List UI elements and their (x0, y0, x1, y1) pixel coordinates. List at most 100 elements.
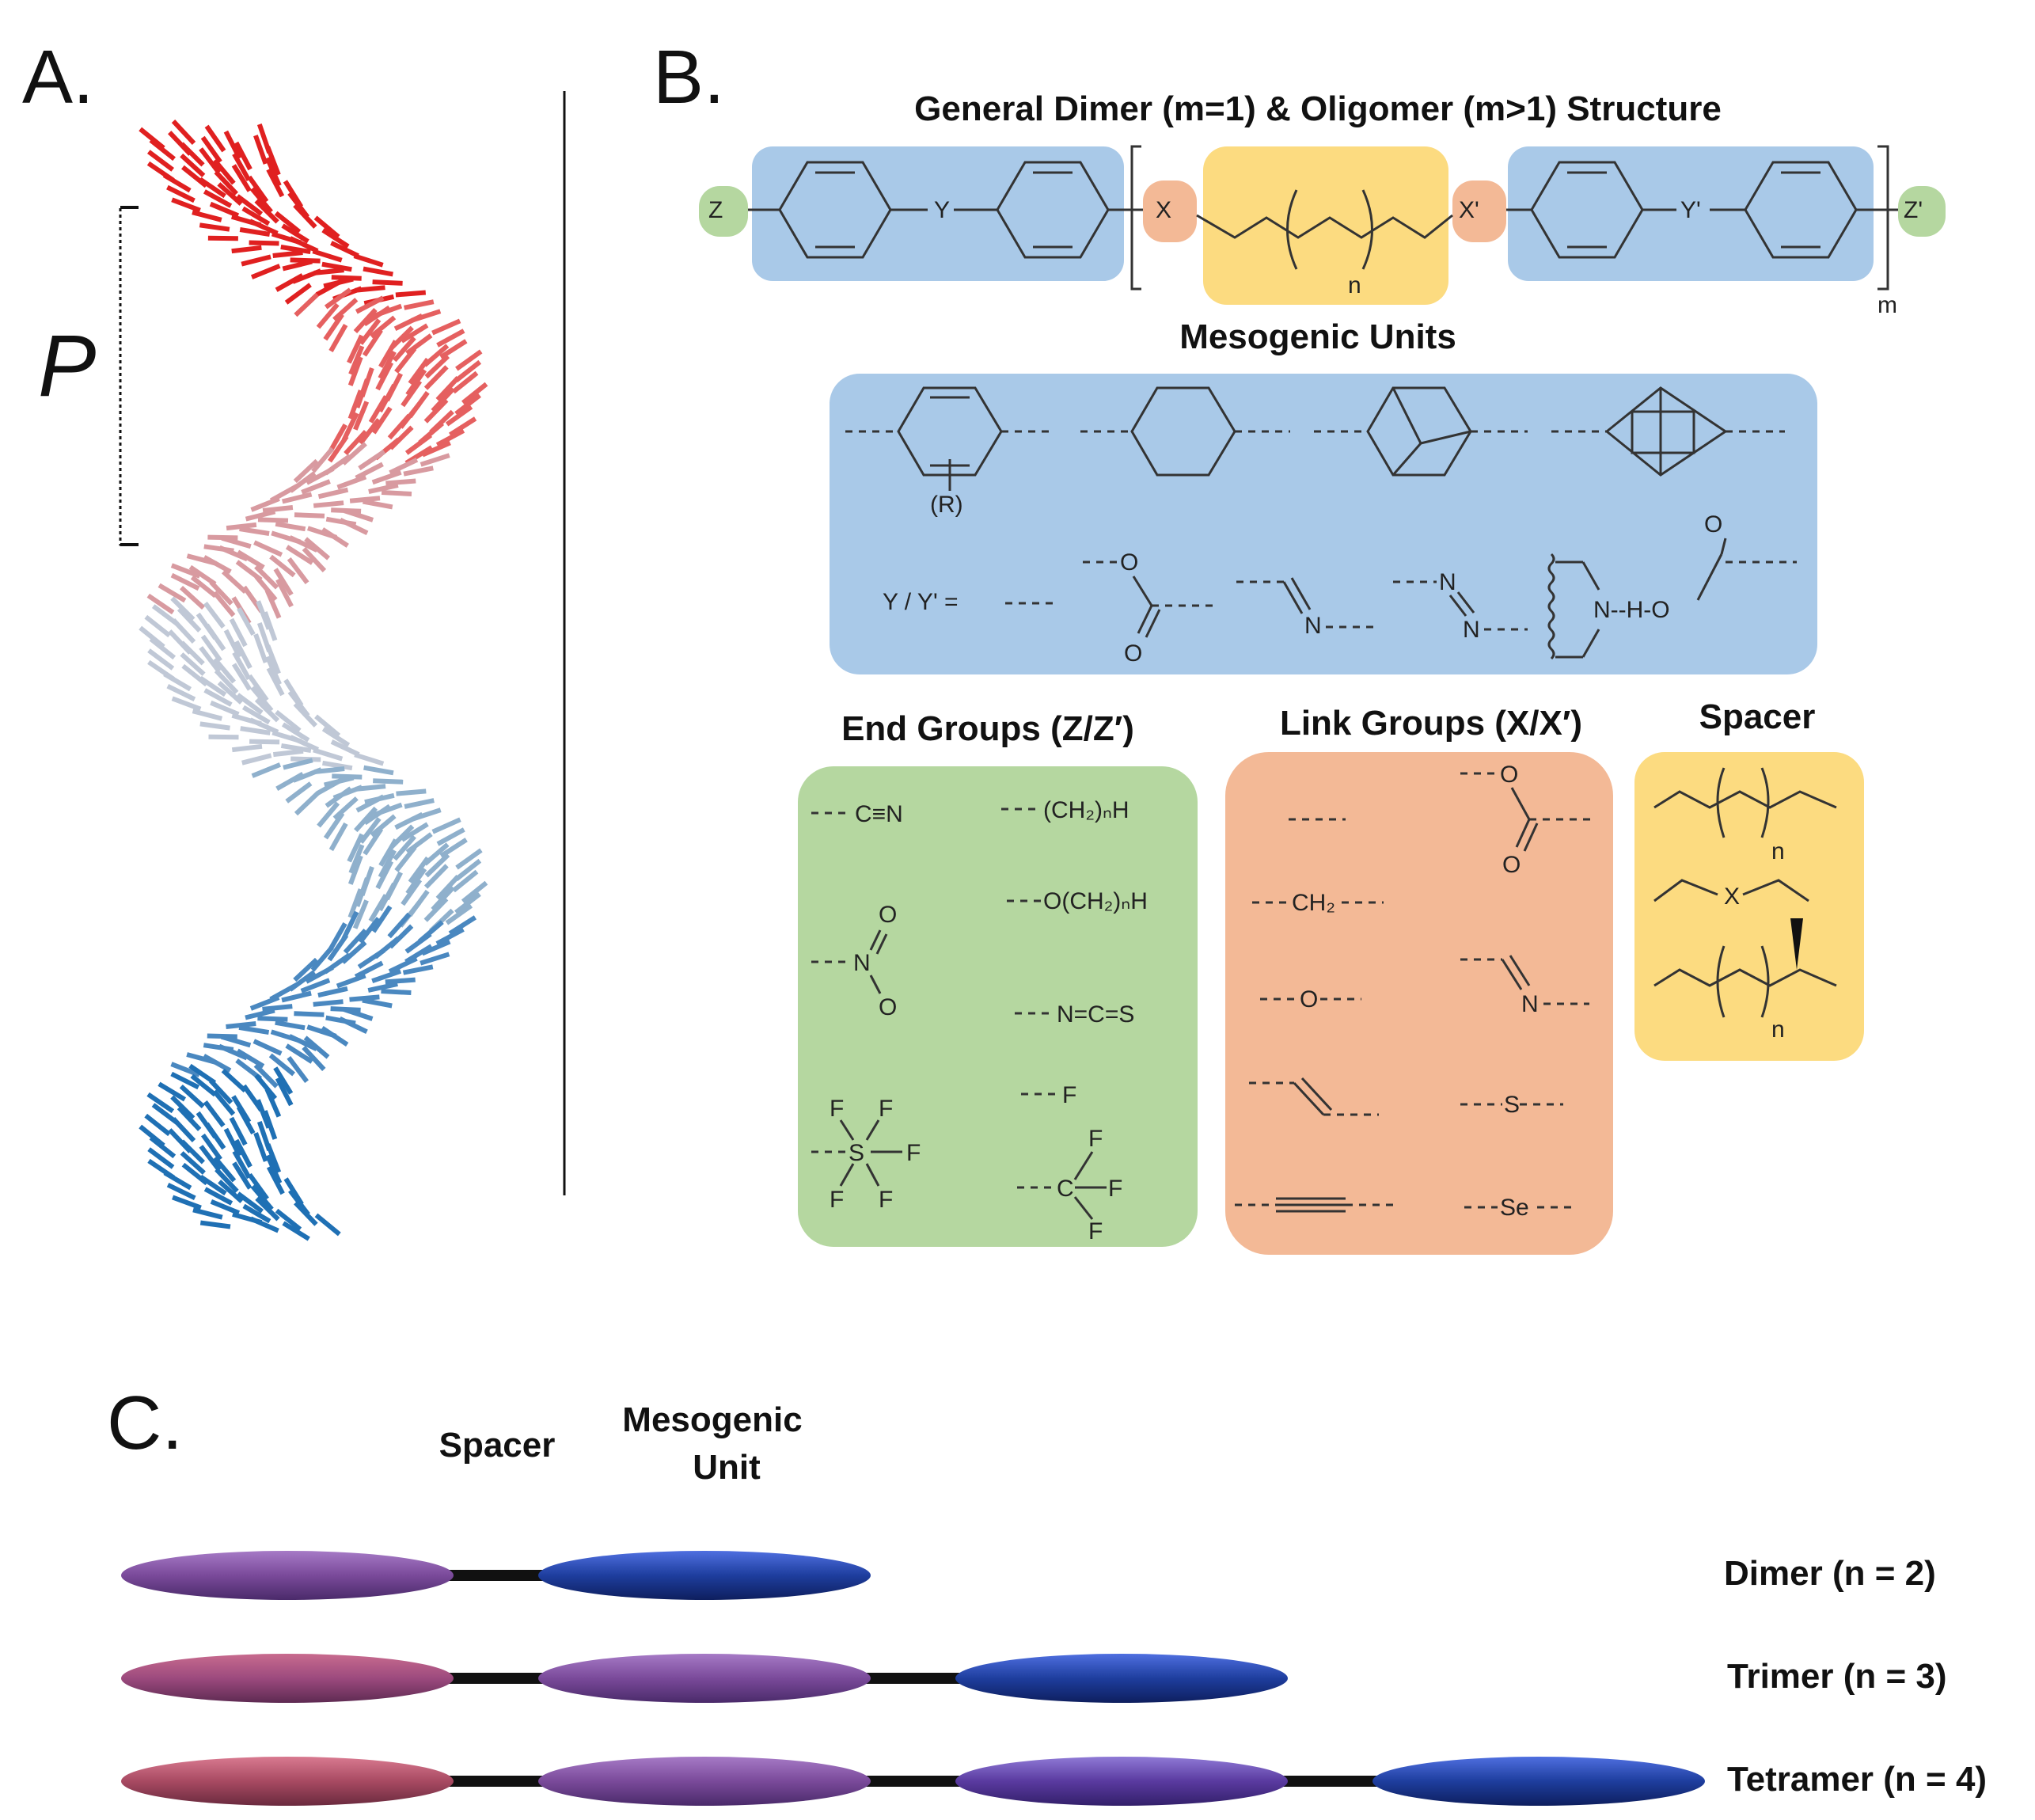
mesogen-ellipse (538, 1757, 871, 1806)
end-group-isothiocyanate: N=C=S (1057, 1001, 1134, 1028)
helix-rod (375, 860, 394, 890)
helix-rod (282, 259, 313, 272)
helix-rod (359, 817, 382, 844)
helix-rod (393, 834, 416, 861)
mesogenic-cores: (R) (845, 386, 1785, 518)
panel-a: A. P (22, 35, 566, 1241)
helix-rod (266, 168, 285, 198)
helix-rod (293, 957, 319, 982)
helix-rod (389, 458, 419, 475)
spacer-n2: n (1771, 1016, 1785, 1043)
y-prime-label: Y' (1680, 197, 1701, 223)
helix-rod (199, 646, 222, 673)
helix-rod (367, 982, 398, 993)
helix-rod (341, 910, 359, 940)
link-imine-n: N (1521, 991, 1539, 1017)
helix-rod (275, 1020, 306, 1031)
helix-rod (408, 357, 430, 386)
helix-rod (452, 370, 479, 394)
helix-rod (316, 302, 340, 329)
helix-rod (301, 479, 331, 495)
helix-rod (223, 629, 242, 659)
helix-rod (423, 398, 449, 424)
helix-rod (436, 329, 465, 348)
helix-rod (359, 318, 382, 345)
helix-rod (353, 307, 378, 334)
helix-rod (217, 681, 244, 705)
helix-rod (212, 591, 236, 617)
helix-rod (257, 517, 289, 523)
helix-rod (292, 767, 323, 783)
helix-rod (378, 838, 398, 867)
helix-rod (404, 932, 432, 954)
mesogen-ellipse (121, 1757, 454, 1806)
helix-rod (313, 500, 344, 508)
helix-rod (405, 867, 427, 895)
helix-rod (348, 844, 365, 874)
m-label: m (1877, 292, 1897, 318)
helix-rod (368, 482, 399, 495)
helix-rod (192, 709, 223, 721)
helix-rod (266, 667, 285, 697)
helix-rod (321, 1025, 349, 1047)
helix-rod (294, 791, 320, 816)
helix-rod (305, 965, 334, 984)
spacer-box (1634, 752, 1864, 1061)
helix-rod (330, 241, 359, 258)
helix-rod (354, 752, 385, 766)
helix-rod (236, 1191, 264, 1214)
helix-rod (275, 578, 294, 608)
helix-rod (328, 424, 347, 452)
helix-rod (217, 182, 243, 206)
helix-rod (304, 537, 331, 560)
helix-rod (368, 395, 389, 424)
helix-rod (266, 1165, 285, 1195)
helix-rod (212, 1089, 236, 1116)
helix-rod (358, 917, 381, 944)
helix-rod (300, 978, 331, 994)
helix-rod (381, 490, 412, 496)
helix-rod (368, 894, 389, 922)
helix-rod (312, 249, 343, 263)
helix-rod (285, 1043, 313, 1064)
helix-rod (229, 617, 248, 648)
helix-rod (302, 547, 327, 572)
helix-rod (435, 428, 465, 447)
helix-rod (265, 1143, 282, 1173)
helix-rod (293, 203, 317, 229)
helix-rod (280, 244, 311, 255)
helix-rod (163, 671, 192, 692)
helix-rod (454, 892, 481, 914)
sf5-f2: F (879, 1096, 893, 1122)
helix-rod (203, 555, 232, 574)
helix-rod (316, 777, 345, 796)
helix-rod (323, 811, 345, 840)
end-group-nitro-n: N (853, 950, 871, 976)
helix-rod (357, 948, 385, 970)
helix-rod (321, 527, 349, 548)
helix-rod (147, 648, 175, 671)
helix-rod (232, 1149, 252, 1180)
helix-rod (424, 354, 450, 379)
helix-rod (353, 253, 384, 268)
helix-rod (402, 964, 434, 975)
sf5-s: S (849, 1140, 864, 1166)
helix-rod (331, 275, 362, 281)
helix-rod (212, 657, 237, 684)
helix-rod (210, 700, 240, 717)
helix-rod (231, 164, 252, 192)
helix-rod (180, 142, 205, 167)
helix-rod (275, 709, 302, 733)
helix-rod (336, 973, 366, 989)
helix-rod (223, 130, 242, 160)
helix-rod (439, 339, 468, 359)
helix-rod (199, 1145, 222, 1172)
helix-rod (353, 401, 370, 431)
helix-rod (362, 997, 393, 1009)
helix-rod (332, 298, 359, 321)
helix-rod (253, 540, 283, 557)
end-group-nitro-o2: O (879, 994, 897, 1020)
helix-rod (435, 927, 465, 946)
helix-rod (328, 822, 348, 852)
helix-rod (363, 804, 392, 826)
